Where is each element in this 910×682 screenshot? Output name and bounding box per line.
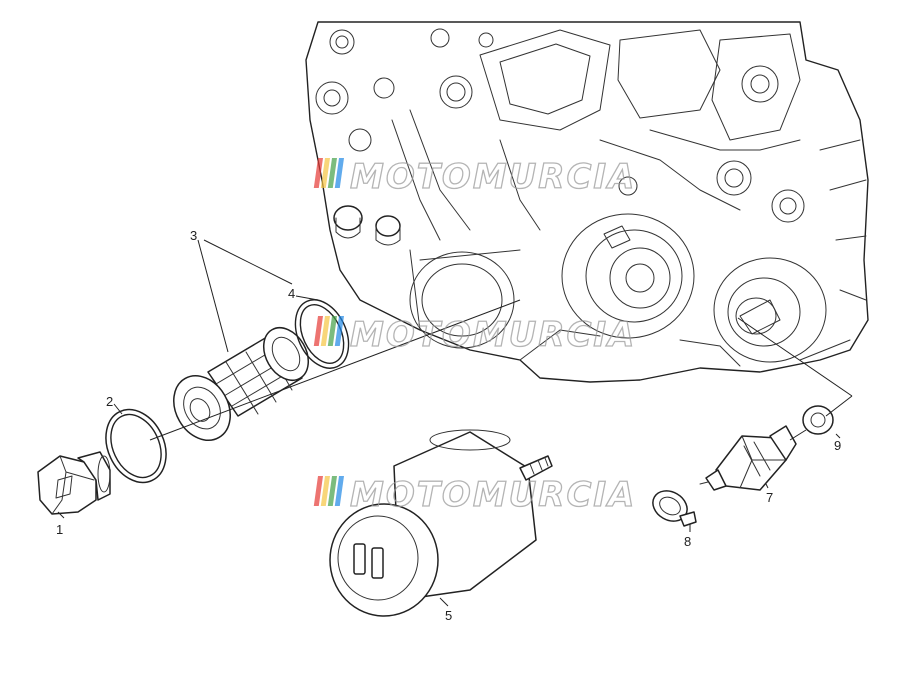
leader-lines (57, 239, 853, 607)
callout-3: 3 (190, 228, 197, 243)
callout-8: 8 (684, 534, 691, 549)
drain-plug-part (37, 451, 111, 515)
oil-strainer-part (173, 327, 310, 441)
watermark-top: MOTOMURCIA (313, 156, 636, 198)
watermark-stripe (320, 158, 330, 188)
sealing-washer-part (802, 405, 834, 435)
watermark-text: MOTOMURCIA (350, 475, 636, 515)
watermark-stripe (327, 158, 337, 188)
watermark-stripe (320, 316, 330, 346)
watermark-stripe (313, 316, 323, 346)
watermark-stripe (313, 476, 323, 506)
watermark-stripe (334, 316, 344, 346)
callout-7: 7 (766, 490, 773, 505)
watermark-stripe (320, 476, 330, 506)
oil-filter-part (329, 429, 553, 617)
callout-2: 2 (106, 394, 113, 409)
callout-4: 4 (288, 286, 295, 301)
engine-crankcase (305, 21, 869, 383)
watermark-stripe (313, 158, 323, 188)
oil-pressure-sensor-part (699, 425, 797, 491)
watermark-stripe (334, 158, 344, 188)
callout-5: 5 (445, 608, 452, 623)
watermark-stripe (334, 476, 344, 506)
hose-clamp-part (652, 490, 697, 527)
watermark-middle: MOTOMURCIA (313, 314, 636, 356)
watermark-text: MOTOMURCIA (350, 315, 636, 355)
watermark-stripe (327, 316, 337, 346)
watermark-stripe (327, 476, 337, 506)
watermark-bottom: MOTOMURCIA (313, 474, 636, 516)
o-ring-small-part (105, 408, 167, 484)
watermark-text: MOTOMURCIA (350, 157, 636, 197)
callout-labels: 1 2 3 4 5 7 8 9 (56, 228, 841, 623)
callout-1: 1 (56, 522, 63, 537)
callout-9: 9 (834, 438, 841, 453)
